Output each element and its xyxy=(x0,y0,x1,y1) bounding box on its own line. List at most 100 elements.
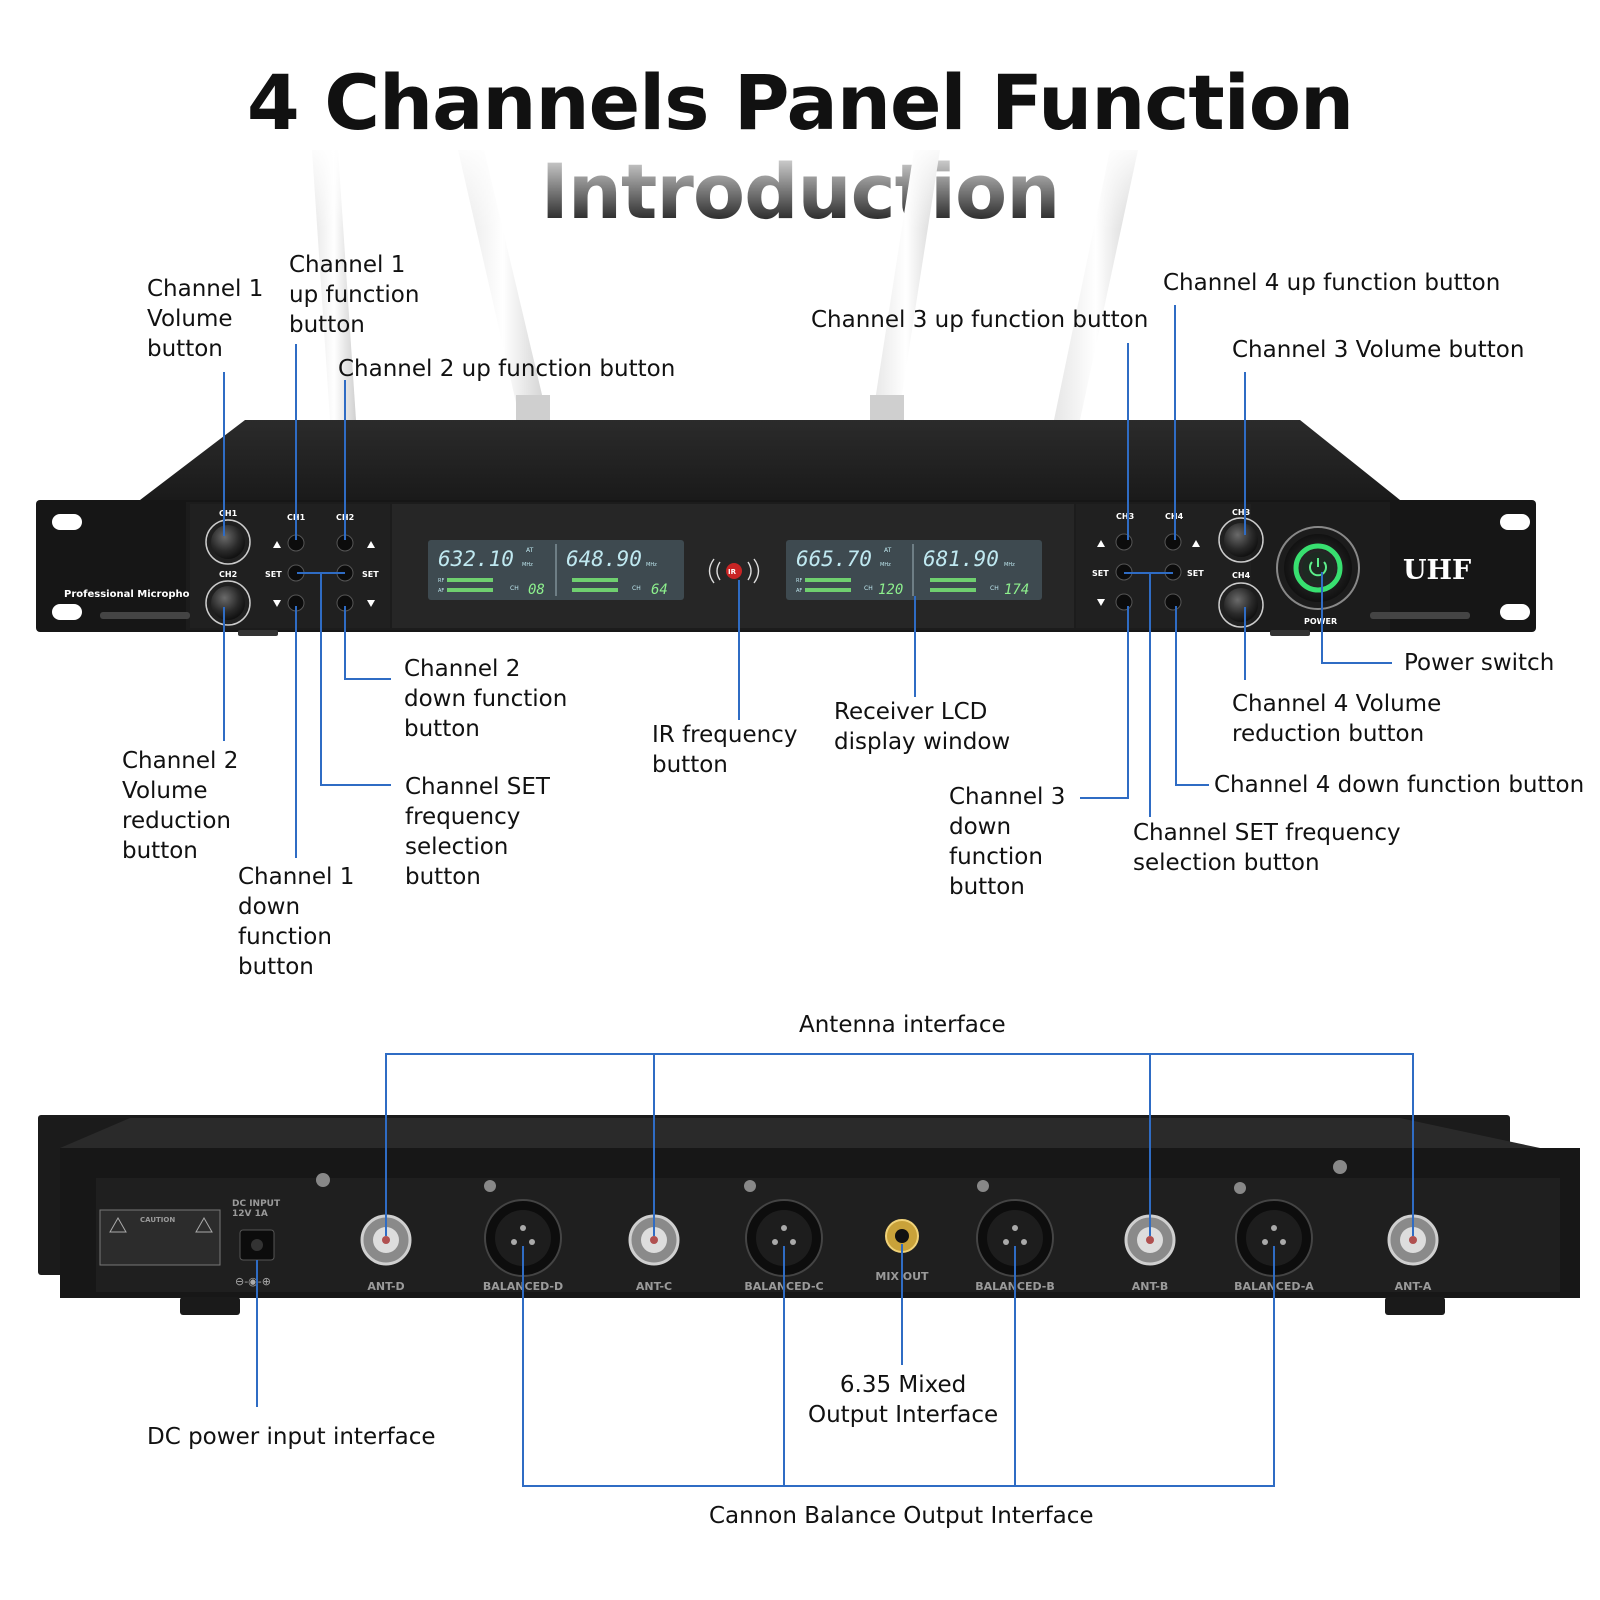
lcd-left-af: AF xyxy=(438,588,444,594)
callout-mix-out: 6.35 Mixed Output Interface xyxy=(808,1372,999,1428)
down-arrow-icon xyxy=(367,600,375,607)
rear-inner-panel xyxy=(96,1178,1560,1292)
screw-icon xyxy=(484,1180,496,1192)
up-arrow-icon xyxy=(273,541,281,548)
screw-icon xyxy=(1333,1160,1347,1174)
lcd-left-freq-b: 648.90 xyxy=(566,547,642,571)
lcd-right-ch-b: 174 xyxy=(1004,582,1029,598)
vent-slot xyxy=(1370,612,1470,619)
lcd-right-af: AF xyxy=(796,588,802,594)
rear-top-cover xyxy=(60,1118,1540,1148)
set-label-1: SET xyxy=(265,570,282,579)
device-foot xyxy=(238,630,278,636)
callout-cannon: Cannon Balance Output Interface xyxy=(709,1503,1094,1529)
callout-power-switch: Power switch xyxy=(1404,650,1555,676)
lcd-left-at: AT xyxy=(526,547,534,554)
rear-port-5[interactable] xyxy=(885,1219,919,1253)
rear-port-4[interactable] xyxy=(745,1199,823,1277)
lcd-right-rf: RF xyxy=(796,578,802,584)
power-icon xyxy=(1309,558,1327,577)
lcd-left-ch-label-b: CH xyxy=(632,585,641,592)
callout-ch2-up: Channel 2 up function button xyxy=(338,356,676,382)
line-ch2-down xyxy=(344,606,391,680)
callout-antenna: Antenna interface xyxy=(799,1012,1006,1038)
power-label: POWER xyxy=(1304,617,1337,626)
callout-ch3-volume: Channel 3 Volume button xyxy=(1232,337,1525,363)
line-cannon xyxy=(522,1246,1275,1487)
ir-label: IR xyxy=(728,568,737,576)
lcd-left-unit-a: MHz xyxy=(522,562,533,568)
lcd-right-freq-a: 665.70 xyxy=(796,547,872,571)
lcd-left-ch-b: 64 xyxy=(651,582,668,598)
line-set-right xyxy=(1124,572,1173,817)
knob-ch1[interactable] xyxy=(205,519,251,565)
line-antenna xyxy=(385,1053,1414,1236)
ch4-up-button[interactable] xyxy=(1164,533,1182,551)
screw-icon xyxy=(316,1173,330,1187)
line-ch3-down xyxy=(1080,606,1129,799)
ir-sensor[interactable]: IR xyxy=(708,558,760,584)
device-foot xyxy=(1270,630,1310,636)
product-label: Professional Microphone xyxy=(64,589,204,600)
device-foot xyxy=(180,1297,240,1315)
lcd-right-ch-a: 120 xyxy=(878,582,903,598)
set-label-3: SET xyxy=(1092,569,1109,578)
rear-port-label-9: ANT-A xyxy=(1395,1280,1432,1293)
up-arrow-icon xyxy=(1097,540,1105,547)
lcd-left-ch-a: 08 xyxy=(528,582,545,598)
down-arrow-icon xyxy=(1097,599,1105,606)
right-control-section xyxy=(1076,504,1251,628)
rack-hole xyxy=(52,604,82,620)
antenna-base-2 xyxy=(516,395,550,423)
warning-icon xyxy=(195,1216,213,1233)
lcd-left-rf: RF xyxy=(438,578,444,584)
rf-meter-bar xyxy=(572,578,618,582)
callout-ch2-volume-down: Channel 2 Volume reduction button xyxy=(122,748,239,864)
set-label-2: SET xyxy=(362,570,379,579)
rear-port-3[interactable] xyxy=(628,1214,680,1266)
ch4-down-button[interactable] xyxy=(1164,593,1182,611)
lcd-right-ch-label-a: CH xyxy=(864,585,873,592)
knob-ch2[interactable] xyxy=(205,580,251,626)
knob-label-ch2: CH2 xyxy=(219,570,237,579)
lcd-left-ch-label-a: CH xyxy=(510,585,519,592)
ch3-up-button[interactable] xyxy=(1115,533,1133,551)
line-ch4-down xyxy=(1175,606,1209,786)
callout-set-left: Channel SET frequency selection button xyxy=(405,774,550,890)
warning-icon xyxy=(109,1216,127,1233)
callout-lines xyxy=(223,305,1414,1487)
knob-ch4[interactable] xyxy=(1218,582,1264,628)
af-meter-bar xyxy=(930,588,976,592)
screw-icon xyxy=(1234,1182,1246,1194)
callout-ch1-volume: Channel 1 Volume button xyxy=(147,276,264,362)
rear-port-label-3: ANT-C xyxy=(636,1280,672,1293)
lcd-right-unit-b: MHz xyxy=(1004,562,1015,568)
rear-port-2[interactable] xyxy=(484,1199,562,1277)
power-switch[interactable] xyxy=(1276,526,1360,610)
rear-port-8[interactable] xyxy=(1235,1199,1313,1277)
lcd-left-unit-b: MHz xyxy=(646,562,657,568)
rear-port-label-1: ANT-D xyxy=(367,1280,404,1293)
line-power xyxy=(1321,572,1392,664)
ch3-down-button[interactable] xyxy=(1115,593,1133,611)
callout-dc-input: DC power input interface xyxy=(147,1424,436,1450)
callout-ch4-down: Channel 4 down function button xyxy=(1214,772,1585,798)
rf-meter-bar xyxy=(930,578,976,582)
caution-sticker xyxy=(99,1209,221,1266)
rear-port-label-7: ANT-B xyxy=(1132,1280,1169,1293)
knob-ch3[interactable] xyxy=(1218,517,1264,563)
button-label-ch3: CH3 xyxy=(1116,512,1134,521)
af-meter-bar xyxy=(447,588,493,592)
antenna-base-3 xyxy=(870,395,904,423)
device-foot xyxy=(1385,1297,1445,1315)
lcd-right: 665.70 681.90 AT MHz MHz RF AF CH 120 CH… xyxy=(786,540,1042,600)
front-device: Professional Microphone CH1 CH2 CH3 xyxy=(36,420,1536,636)
brand-logo: UHF xyxy=(1403,555,1471,586)
callout-ch1-down: Channel 1 down function button xyxy=(238,864,355,980)
rear-port-6[interactable] xyxy=(976,1199,1054,1277)
caution-label: CAUTION xyxy=(140,1216,175,1224)
